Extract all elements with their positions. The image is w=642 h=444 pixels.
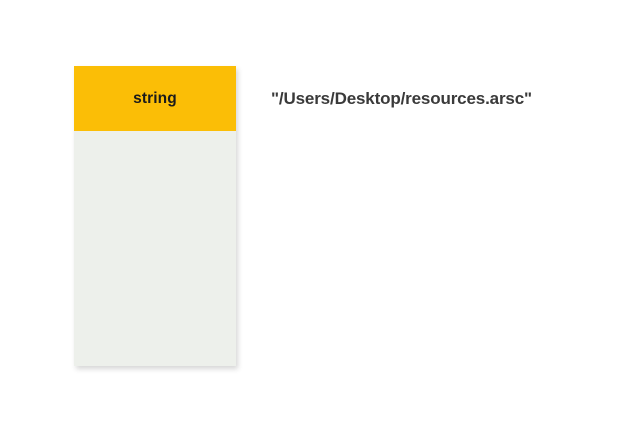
string-value-label: "/Users/Desktop/resources.arsc" bbox=[271, 89, 532, 108]
type-card-body bbox=[74, 131, 236, 366]
string-type-card[interactable]: string bbox=[74, 66, 236, 366]
type-card-header-label: string bbox=[133, 89, 177, 107]
type-card-header[interactable]: string bbox=[74, 66, 236, 131]
